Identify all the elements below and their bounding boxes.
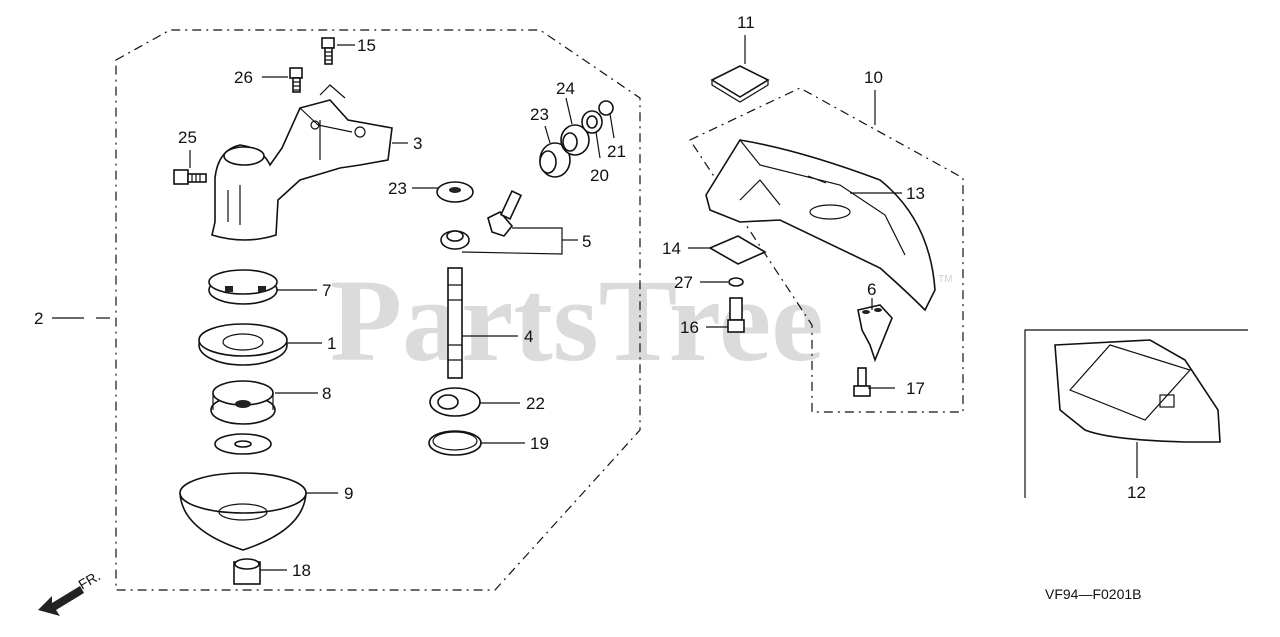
bearing-part-23-lower[interactable] [436,181,474,203]
callout-23-lower: 23 [388,179,407,198]
callout-21: 21 [607,142,626,161]
callout-15: 15 [357,36,376,55]
callout-11: 11 [737,13,755,32]
callout-9: 9 [344,484,353,503]
callout-24: 24 [556,79,575,98]
callout-20: 20 [590,166,609,185]
bolt-part-16[interactable] [727,297,745,333]
bearing-part-23-upper[interactable] [539,142,571,178]
callout-16: 16 [680,318,699,337]
washer[interactable] [214,433,272,455]
guard-assembly-boundary [689,87,964,413]
leader-lines [52,35,1138,571]
callout-8: 8 [322,384,331,403]
nut-part-18[interactable] [233,558,261,585]
callout-25: 25 [178,128,197,147]
gearcase-assembly-boundary [115,29,641,591]
callout-26: 26 [234,68,253,87]
shaft-part-4[interactable] [447,267,463,379]
callout-19: 19 [530,434,549,453]
holder-part-8[interactable] [210,380,276,425]
callout-labels: 2 7 1 8 9 18 26 15 25 3 23 5 4 22 19 23 … [34,13,1146,580]
callout-27: 27 [674,273,693,292]
bearing-part-22[interactable] [429,387,481,417]
bracket-part-6[interactable] [857,304,893,363]
callout-4: 4 [524,327,533,346]
circlip-part-21[interactable] [598,100,614,116]
callout-12: 12 [1127,483,1146,502]
bolt-part-15[interactable] [321,37,335,65]
callout-6: 6 [867,280,876,299]
gear-case-part-3[interactable] [211,99,393,241]
front-direction-arrow: FR. [38,567,103,616]
watermark: PartsTree [330,255,824,386]
callout-13: 13 [906,184,925,203]
callout-3: 3 [413,134,422,153]
callout-18: 18 [292,561,311,580]
bolt-part-25[interactable] [173,169,207,185]
cover-part-7[interactable] [208,269,278,305]
watermark-trademark: TM [938,274,952,285]
bolt-part-26[interactable] [289,67,303,93]
bolt-part-17[interactable] [853,367,871,397]
ring-part-19[interactable] [428,430,482,456]
callout-14: 14 [662,239,681,258]
washer-part-27[interactable] [728,277,744,287]
bearing-part-24[interactable] [560,124,590,156]
guard-part-12[interactable] [1054,339,1221,443]
dust-seal-part-1[interactable] [198,323,288,366]
guard-option-boundary [1024,329,1248,498]
callout-17: 17 [906,379,925,398]
callout-10: 10 [864,68,883,87]
diagram-code: VF94—F0201B [1045,586,1142,602]
callout-5: 5 [582,232,591,251]
guard-part-10[interactable] [705,139,936,312]
callout-7: 7 [322,281,331,300]
plate-part-14[interactable] [708,235,767,265]
callout-23-upper: 23 [530,105,549,124]
callout-2: 2 [34,309,43,328]
callout-22: 22 [526,394,545,413]
snap-ring-part-20[interactable] [581,110,603,134]
cup-part-9[interactable] [179,472,307,551]
callout-1: 1 [327,334,336,353]
plate-part-11[interactable] [710,65,770,103]
gear-set-part-5[interactable] [440,190,523,250]
